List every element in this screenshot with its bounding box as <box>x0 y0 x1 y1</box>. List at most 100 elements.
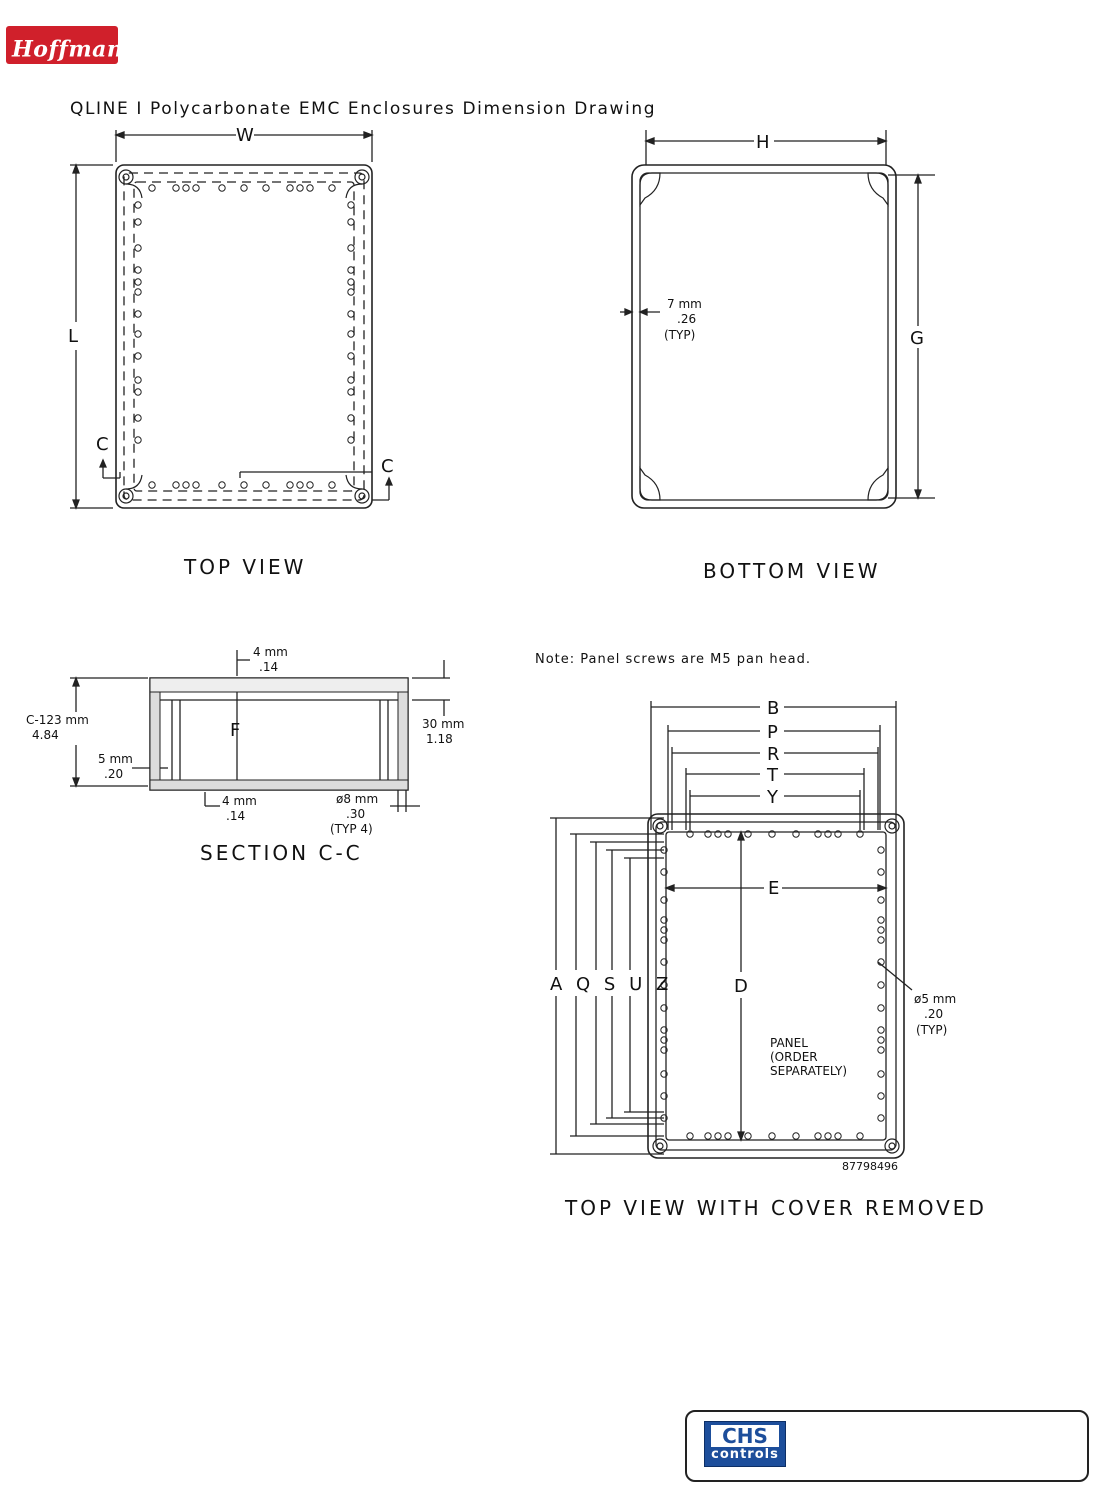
mounting-hole <box>877 1070 885 1078</box>
mounting-hole <box>306 481 314 489</box>
mounting-hole <box>724 1132 732 1140</box>
cover-removed-label: TOP VIEW WITH COVER REMOVED <box>565 1196 987 1220</box>
mounting-hole <box>192 481 200 489</box>
mounting-hole <box>660 1046 668 1054</box>
footer-box: CHS controls <box>685 1410 1089 1482</box>
mounting-hole <box>660 1026 668 1034</box>
mounting-hole <box>704 830 712 838</box>
panel-line3: SEPARATELY) <box>770 1064 847 1078</box>
section-marker-right: C <box>381 456 394 477</box>
chs-logo-top: CHS <box>711 1425 779 1447</box>
wall-note: (TYP) <box>664 328 695 342</box>
mounting-hole <box>134 244 142 252</box>
mounting-hole <box>148 481 156 489</box>
mounting-hole <box>824 1132 832 1140</box>
mounting-hole <box>877 1026 885 1034</box>
mounting-hole <box>660 981 668 989</box>
cover-removed-view: E D A Q S U Z ø5 mm .20 (TYP) PANEL (ORD… <box>550 698 956 1173</box>
mounting-hole <box>134 330 142 338</box>
mounting-hole <box>240 481 248 489</box>
mounting-hole <box>134 201 142 209</box>
mounting-hole <box>686 830 694 838</box>
wall-in: .26 <box>677 312 696 326</box>
section-label: SECTION C-C <box>200 841 363 865</box>
mounting-hole <box>134 288 142 296</box>
mounting-hole <box>347 201 355 209</box>
top-view-label: TOP VIEW <box>184 555 307 579</box>
top-wall-mm: 4 mm <box>253 645 288 659</box>
mounting-hole <box>134 352 142 360</box>
mounting-hole <box>286 481 294 489</box>
section-marker-left: C <box>96 434 109 455</box>
mounting-hole <box>768 830 776 838</box>
mounting-hole <box>134 376 142 384</box>
mounting-hole <box>877 868 885 876</box>
dim-p: P <box>767 722 778 743</box>
mounting-hole <box>347 266 355 274</box>
mounting-hole <box>814 830 822 838</box>
mounting-hole <box>347 218 355 226</box>
mounting-hole <box>856 1132 864 1140</box>
dim-h: H <box>756 132 770 153</box>
dim-t: T <box>766 765 779 786</box>
mounting-hole <box>347 436 355 444</box>
mounting-hole <box>877 896 885 904</box>
mounting-hole <box>148 184 156 192</box>
mounting-hole <box>262 184 270 192</box>
mounting-hole <box>306 184 314 192</box>
mounting-hole <box>744 1132 752 1140</box>
dim-y: Y <box>766 787 779 808</box>
cr-hole-mm: ø5 mm <box>914 992 956 1006</box>
mounting-hole <box>877 1036 885 1044</box>
hoffman-logo: Hoffman® <box>6 26 131 64</box>
mounting-hole <box>660 896 668 904</box>
section-height-in: 4.84 <box>32 728 59 742</box>
bottom-wall-mm: 4 mm <box>222 794 257 808</box>
chs-controls-logo: CHS controls <box>704 1421 786 1467</box>
mounting-hole <box>347 414 355 422</box>
cover-in: 1.18 <box>426 732 453 746</box>
mounting-hole <box>182 481 190 489</box>
cr-hole-note: (TYP) <box>916 1023 947 1037</box>
brand-mark: ® <box>123 40 132 50</box>
side-wall-mm: 5 mm <box>98 752 133 766</box>
mounting-hole <box>172 481 180 489</box>
mounting-hole <box>134 310 142 318</box>
mounting-hole <box>262 481 270 489</box>
mounting-hole <box>347 330 355 338</box>
mounting-hole <box>660 916 668 924</box>
dim-l: L <box>68 326 78 347</box>
mounting-hole <box>856 830 864 838</box>
cr-hole-in: .20 <box>924 1007 943 1021</box>
dim-d: D <box>734 976 748 997</box>
mounting-hole <box>768 1132 776 1140</box>
mounting-hole <box>347 288 355 296</box>
mounting-hole <box>877 981 885 989</box>
mounting-hole <box>660 958 668 966</box>
mounting-hole <box>296 184 304 192</box>
mounting-hole <box>240 184 248 192</box>
mounting-hole <box>347 310 355 318</box>
hole-note: (TYP 4) <box>330 822 373 836</box>
chs-logo-bottom: controls <box>711 1447 779 1462</box>
mounting-hole <box>347 376 355 384</box>
mounting-hole <box>686 1132 694 1140</box>
bottom-wall-in: .14 <box>226 809 245 823</box>
section-height-mm: C-123 mm <box>26 713 89 727</box>
section-view: C-123 mm 4.84 5 mm .20 4 mm .14 F 4 mm .… <box>26 645 464 836</box>
mounting-hole <box>218 481 226 489</box>
mounting-hole <box>660 936 668 944</box>
dim-vertical-labels: A Q S U Z <box>550 974 672 995</box>
wall-mm: 7 mm <box>667 297 702 311</box>
mounting-hole <box>792 1132 800 1140</box>
mounting-hole <box>660 926 668 934</box>
mounting-hole <box>877 1046 885 1054</box>
panel-line1: PANEL <box>770 1036 808 1050</box>
mounting-hole <box>347 278 355 286</box>
mounting-hole <box>172 184 180 192</box>
hole-in: .30 <box>346 807 365 821</box>
mounting-hole <box>660 1070 668 1078</box>
mounting-hole <box>134 436 142 444</box>
mounting-hole <box>134 218 142 226</box>
